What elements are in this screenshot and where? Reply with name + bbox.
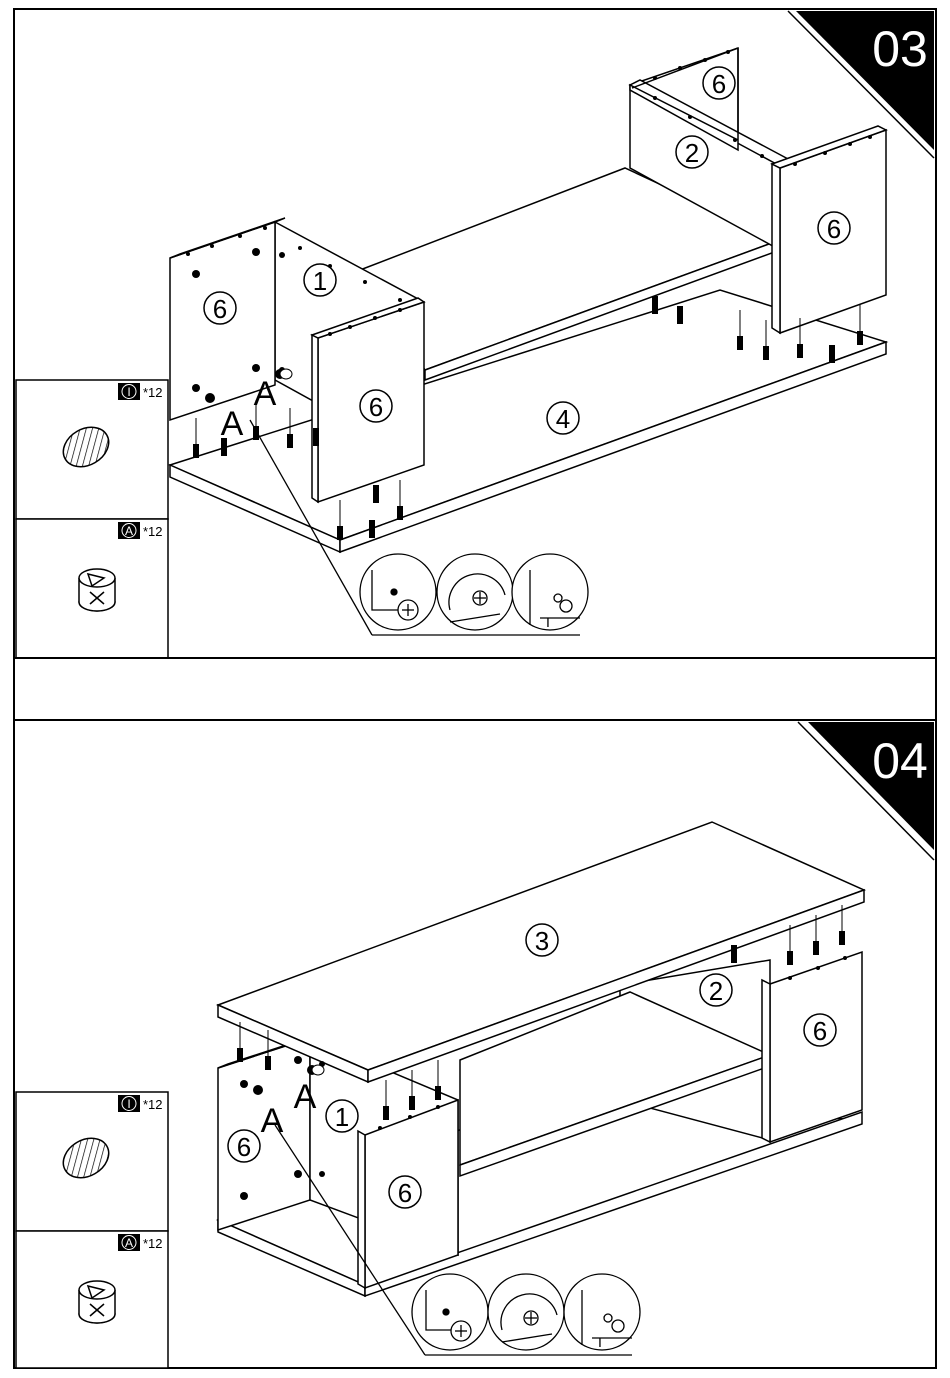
part-label-2: 2	[709, 976, 723, 1006]
part-6-right-step4	[762, 952, 862, 1142]
step-03-number: 03	[872, 21, 928, 77]
legend-count: *12	[143, 385, 163, 400]
part-label-6: 6	[369, 392, 383, 422]
part-label-6: 6	[398, 1178, 412, 1208]
legend-count: *12	[143, 524, 163, 539]
legend-count: *12	[143, 1097, 163, 1112]
part-label-1: 1	[335, 1102, 349, 1132]
part-label-6: 6	[827, 214, 841, 244]
part-label-4: 4	[556, 404, 570, 434]
step-divider-band	[14, 658, 936, 720]
part-label-6: 6	[712, 69, 726, 99]
legend-key: I	[127, 1097, 130, 1111]
legend-key: A	[125, 1236, 133, 1250]
fastener-a-label: A	[221, 405, 244, 443]
fastener-a-label: A	[261, 1102, 284, 1140]
part-label-3: 3	[535, 926, 549, 956]
part-label-6: 6	[213, 294, 227, 324]
fastener-a-label-2: A	[294, 1078, 317, 1116]
legend-count: *12	[143, 1236, 163, 1251]
detail-letter: I	[546, 614, 550, 630]
step-04-number: 04	[872, 733, 928, 789]
step-03-panel: 03	[14, 9, 936, 658]
legend-key: A	[125, 524, 133, 538]
detail-letter: I	[598, 1334, 602, 1350]
legend-key: I	[127, 385, 130, 399]
legend-step3: I *12 A *12	[16, 380, 168, 658]
part-label-6: 6	[813, 1016, 827, 1046]
fastener-a-label-2: A	[254, 375, 277, 413]
step-04-panel: 04	[14, 720, 936, 1368]
part-label-1: 1	[313, 266, 327, 296]
part-label-6: 6	[237, 1132, 251, 1162]
legend-step4: I *12 A *12	[16, 1092, 168, 1368]
cam-lock-icon	[79, 569, 115, 611]
part-label-2: 2	[685, 138, 699, 168]
cam-lock-icon	[79, 1281, 115, 1323]
